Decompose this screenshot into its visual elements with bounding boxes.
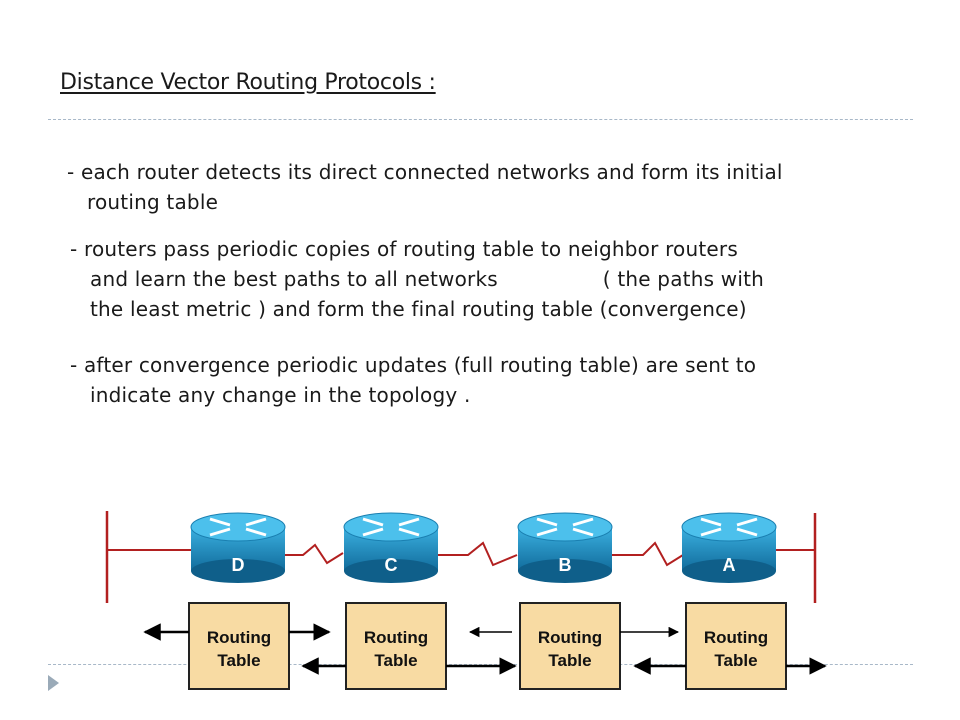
table-label-line2: Table (217, 651, 260, 670)
divider-bottom (48, 664, 913, 665)
network-segment-left (105, 511, 191, 603)
router-label: A (723, 555, 736, 575)
table-label-line1: Routing (364, 628, 428, 647)
serial-link-d-c (285, 543, 344, 565)
router-arrows-icon (209, 517, 267, 537)
network-segment-right (775, 513, 817, 603)
router-arrows-icon (700, 517, 758, 537)
bullet-line: - after convergence periodic updates (fu… (70, 353, 757, 377)
bullet-2: - routers pass periodic copies of routin… (70, 234, 764, 324)
bullet-line: and learn the best paths to all networks… (90, 267, 764, 291)
bullet-3: - after convergence periodic updates (fu… (70, 350, 756, 410)
bullet-line: the least metric ) and form the final ro… (90, 297, 747, 321)
router-label: B (559, 555, 572, 575)
bullet-line: indicate any change in the topology . (90, 383, 471, 407)
table-label-line2: Table (714, 651, 757, 670)
slide-nav-arrow-icon (48, 675, 59, 691)
serial-link-b-a (611, 541, 684, 567)
router-label: C (385, 555, 398, 575)
bullet-1: - each router detects its direct connect… (67, 157, 783, 217)
router-arrows-icon (536, 517, 594, 537)
slide-title: Distance Vector Routing Protocols : (60, 70, 436, 95)
table-label-line1: Routing (207, 628, 271, 647)
table-label-line1: Routing (538, 628, 602, 647)
router-b: B (517, 512, 613, 583)
table-label-line2: Table (374, 651, 417, 670)
router-arrows-icon (362, 517, 420, 537)
table-label-line1: Routing (704, 628, 768, 647)
bullet-line: routing table (87, 190, 219, 214)
bullet-line: - each router detects its direct connect… (67, 160, 783, 184)
router-d: D (190, 512, 286, 583)
router-label: D (232, 555, 245, 575)
table-label-line2: Table (548, 651, 591, 670)
router-a: A (681, 512, 777, 583)
serial-link-c-b (438, 541, 518, 567)
divider-top (48, 119, 913, 120)
router-c: C (343, 512, 439, 583)
bullet-line: - routers pass periodic copies of routin… (70, 237, 738, 261)
